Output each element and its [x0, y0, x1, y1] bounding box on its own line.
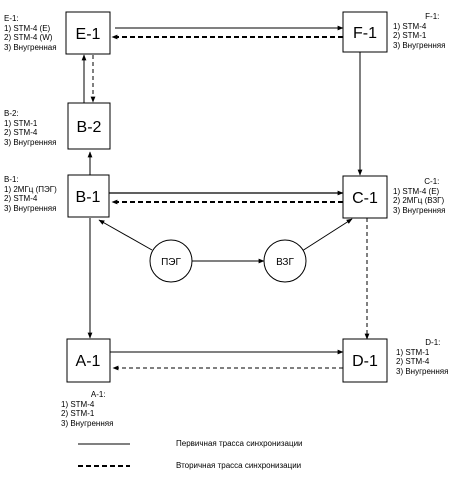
info-b2: B-2: 1) STM-1 2) STM-4 3) Внугренняя: [4, 109, 56, 147]
info-c1-line-2: 2) 2МГц (ВЗГ): [393, 196, 445, 205]
info-e1-line-1: 1) STM-4 (E): [4, 23, 51, 33]
node-b2: B-2: [67, 102, 111, 150]
info-b1-line-3: 3) Внугренняя: [4, 203, 57, 213]
info-a1-line-3: 3) Внугренняя: [61, 418, 114, 428]
info-c1-title: C-1:: [424, 177, 440, 186]
generator-peg-label: ПЭГ: [161, 257, 181, 268]
info-f1-line-2: 2) STM-1: [393, 31, 427, 40]
link-vzg-c1: [301, 218, 353, 252]
legend-secondary-label: Вторичная трасса синхронизации: [176, 461, 302, 470]
info-d1: D-1: 1) STM-1 2) STM-4 3) Внугренняя: [396, 338, 448, 376]
link-peg-b1: [98, 219, 153, 251]
info-a1-line-2: 2) STM-1: [61, 409, 95, 418]
info-a1-line-1: 1) STM-4: [61, 399, 95, 409]
node-a1-label: A-1: [76, 353, 101, 370]
info-f1-line-1: 1) STM-4: [393, 21, 427, 31]
node-e1: E-1: [65, 11, 111, 55]
info-b2-title: B-2:: [4, 109, 19, 118]
info-d1-line-1: 1) STM-1: [396, 347, 430, 357]
info-b1-line-2: 2) STM-4: [4, 194, 38, 203]
info-f1-title: F-1:: [425, 12, 440, 21]
info-f1: F-1: 1) STM-4 2) STM-1 3) Внугренняя: [393, 12, 445, 50]
node-a1: A-1: [66, 338, 111, 383]
node-f1: F-1: [342, 11, 388, 53]
node-d1-label: D-1: [352, 353, 378, 370]
info-e1: E-1: 1) STM-4 (E) 2) STM-4 (W) 3) Внугре…: [4, 14, 57, 52]
node-c1-label: C-1: [352, 190, 378, 207]
info-c1-line-1: 1) STM-4 (E): [393, 186, 440, 196]
node-b1-label: B-1: [76, 189, 101, 206]
info-b1-line-1: 1) 2МГц (ПЭГ): [4, 184, 57, 194]
info-d1-line-2: 2) STM-4: [396, 357, 430, 366]
legend-primary-label: Первичная трасса синхронизации: [176, 439, 303, 448]
node-f1-label: F-1: [353, 25, 377, 42]
info-d1-title: D-1:: [425, 338, 441, 347]
info-d1-line-3: 3) Внугренняя: [396, 366, 449, 376]
node-b2-label: B-2: [77, 119, 102, 136]
info-a1-title: A-1:: [90, 390, 106, 399]
info-b1: B-1: 1) 2МГц (ПЭГ) 2) STM-4 3) Внугрення…: [4, 175, 57, 213]
generator-vzg: ВЗГ: [263, 239, 307, 283]
info-f1-line-3: 3) Внугренняя: [393, 40, 446, 50]
node-c1: C-1: [342, 175, 388, 219]
info-b2-line-2: 2) STM-4: [4, 128, 38, 137]
node-e1-label: E-1: [76, 26, 101, 43]
info-b2-line-3: 3) Внугренняя: [4, 137, 57, 147]
node-b1: B-1: [67, 174, 110, 218]
info-b1-title: B-1:: [4, 175, 19, 184]
info-e1-title: E-1:: [4, 14, 19, 23]
info-c1-line-3: 3) Внугренняя: [393, 205, 446, 215]
info-b2-line-1: 1) STM-1: [4, 118, 38, 128]
info-a1: A-1: 1) STM-4 2) STM-1 3) Внугренняя: [61, 390, 113, 428]
generator-vzg-label: ВЗГ: [276, 257, 294, 268]
info-c1: C-1: 1) STM-4 (E) 2) 2МГц (ВЗГ) 3) Внугр…: [393, 177, 445, 215]
info-e1-line-3: 3) Внугренная: [4, 42, 57, 52]
node-d1: D-1: [342, 338, 388, 383]
generator-peg: ПЭГ: [149, 239, 193, 283]
info-e1-line-2: 2) STM-4 (W): [4, 33, 53, 42]
